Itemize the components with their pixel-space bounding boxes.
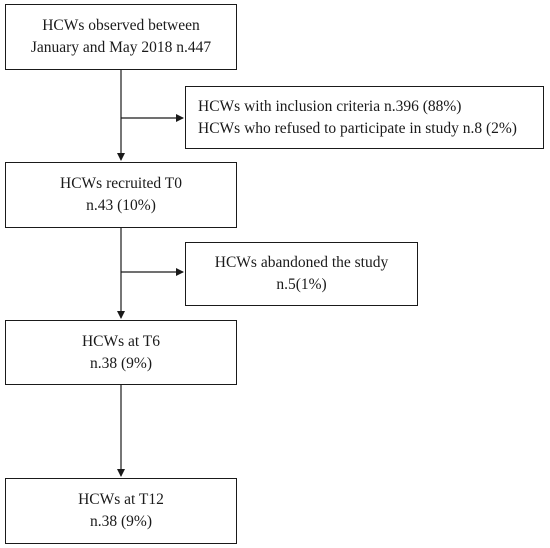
node-recruited: HCWs recruited T0 n.43 (10%) xyxy=(5,162,237,228)
node-t6-line-2: n.38 (9%) xyxy=(90,354,152,372)
node-inclusion: HCWs with inclusion criteria n.396 (88%)… xyxy=(185,86,544,149)
node-abandoned-line-2: n.5(1%) xyxy=(276,276,327,293)
node-abandoned-line-1: HCWs abandoned the study xyxy=(214,254,389,271)
node-t12-line-2: n.38 (9%) xyxy=(90,513,152,530)
node-t12: HCWs at T12 n.38 (9%) xyxy=(5,478,237,544)
node-t12-line-1: HCWs at T12 xyxy=(78,491,164,508)
node-observed-line-2: January and May 2018 n.447 xyxy=(30,39,212,56)
node-observed: HCWs observed between January and May 20… xyxy=(5,4,237,70)
node-recruited-line-2: n.43 (10%) xyxy=(86,197,156,214)
node-recruited-line-1: HCWs recruited T0 xyxy=(60,175,182,192)
node-abandoned: HCWs abandoned the study n.5(1%) xyxy=(185,242,418,306)
node-t6: HCWs at T6 n.38 (9%) xyxy=(5,320,237,385)
node-inclusion-line-2: HCWs who refused to participate in study… xyxy=(198,119,517,137)
node-inclusion-line-1: HCWs with inclusion criteria n.396 (88%) xyxy=(198,97,462,115)
node-t6-line-1: HCWs at T6 xyxy=(81,332,161,350)
node-observed-line-1: HCWs observed between xyxy=(42,17,200,34)
